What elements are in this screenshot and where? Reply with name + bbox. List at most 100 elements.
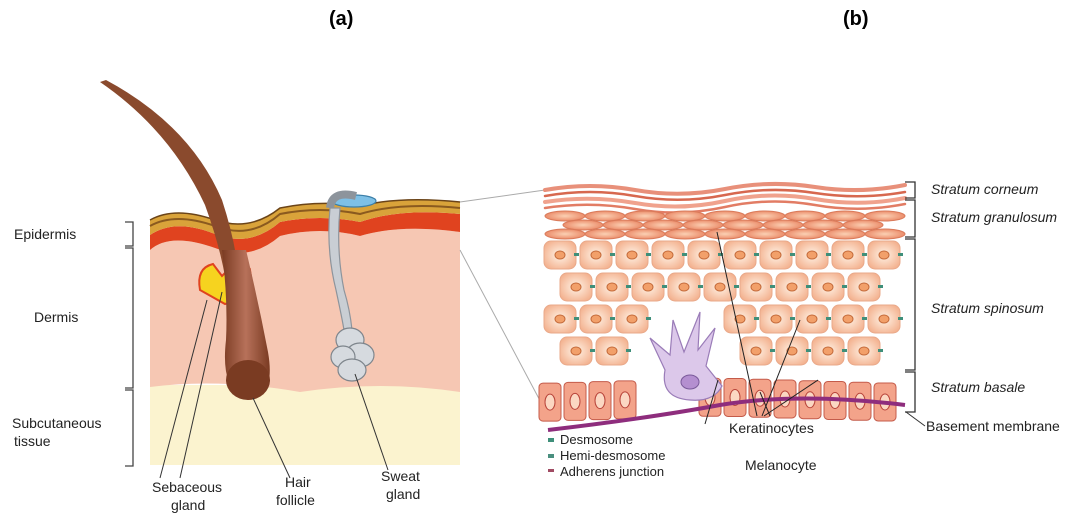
desmosome-mark [862,253,867,256]
desmosome-mark [878,349,883,352]
label-stratum-basale: Stratum basale [931,379,1025,395]
spinosum-nucleus [699,251,709,259]
desmosome-mark [610,253,615,256]
granulosum-cell [825,211,865,221]
legend-swatch-adherens [548,469,554,472]
spinosum-nucleus [823,283,833,291]
junction-legend: Desmosome Hemi-desmosome Adherens juncti… [548,432,665,479]
label-dermis: Dermis [34,309,78,325]
label-hair-1: Hair [285,474,311,490]
granulosum-cell [705,211,745,221]
desmosome-mark [754,317,759,320]
label-sebaceous-1: Sebaceous [152,479,222,495]
desmosome-mark [770,285,775,288]
stratum-granulosum-cells [545,211,905,239]
spinosum-nucleus [555,251,565,259]
spinosum-nucleus [879,251,889,259]
legend-adherens-junction: Adherens junction [560,464,664,479]
spinosum-nucleus [643,283,653,291]
granulosum-cell [865,211,905,221]
spinosum-nucleus [591,251,601,259]
left-layer-brackets [125,222,133,466]
granulosum-cell [785,211,825,221]
desmosome-mark [610,317,615,320]
desmosome-mark [698,285,703,288]
granulosum-cell [665,229,705,239]
spinosum-nucleus [715,283,725,291]
granulosum-cell [865,229,905,239]
spinosum-nucleus [679,283,689,291]
granulosum-cell [625,211,665,221]
granulosum-cell [745,229,785,239]
basale-nucleus [545,394,555,410]
desmosome-mark [878,285,883,288]
spinosum-nucleus [751,283,761,291]
spinosum-nucleus [771,251,781,259]
granulosum-cell [585,229,625,239]
granulosum-cell [545,229,585,239]
spinosum-nucleus [571,347,581,355]
desmosome-mark [898,253,903,256]
desmosome-mark [790,253,795,256]
desmosome-mark [646,253,651,256]
desmosome-mark [862,317,867,320]
spinosum-nucleus [807,251,817,259]
label-keratinocytes: Keratinocytes [729,420,814,436]
desmosome-mark [770,349,775,352]
spinosum-nucleus [859,283,869,291]
desmosome-mark [842,349,847,352]
zoom-guide-lines [460,190,545,410]
desmosome-mark [826,317,831,320]
spinosum-nucleus [859,347,869,355]
right-layer-brackets [905,182,915,412]
label-melanocyte: Melanocyte [745,457,817,473]
spinosum-nucleus [571,283,581,291]
label-stratum-granulosum: Stratum granulosum [931,209,1057,225]
desmosome-mark [590,349,595,352]
spinosum-nucleus [627,251,637,259]
granulosum-cell [563,220,603,230]
granulosum-cell [825,229,865,239]
desmosome-mark [574,253,579,256]
granulosum-cell [585,211,625,221]
desmosome-mark [646,317,651,320]
label-sweat-2: gland [386,486,420,502]
basale-nucleus [570,393,580,409]
desmosome-mark [734,285,739,288]
spinosum-nucleus [663,251,673,259]
granulosum-cell [625,229,665,239]
granulosum-cell [665,211,705,221]
desmosome-mark [590,285,595,288]
legend-swatch-hemidesmosome [548,454,554,458]
epidermis-magnified [539,184,905,430]
granulosum-cell [763,220,803,230]
desmosome-mark [826,253,831,256]
spinosum-nucleus [787,283,797,291]
desmosome-mark [662,285,667,288]
desmosome-mark [806,285,811,288]
granulosum-cell [723,220,763,230]
desmosome-mark [682,253,687,256]
label-stratum-spinosum: Stratum spinosum [931,300,1044,316]
dermis-layer [150,229,460,392]
label-stratum-corneum: Stratum corneum [931,181,1039,197]
spinosum-nucleus [807,315,817,323]
spinosum-nucleus [843,315,853,323]
label-hair-2: follicle [276,492,315,508]
granulosum-cell [705,229,745,239]
legend-hemidesmosome: Hemi-desmosome [560,448,665,463]
label-sweat-1: Sweat [381,468,420,484]
desmosome-mark [806,349,811,352]
spinosum-nucleus [751,347,761,355]
desmosome-mark [574,317,579,320]
spinosum-nucleus [843,251,853,259]
basale-nucleus [620,392,630,408]
label-subcutaneous-1: Subcutaneous [12,415,102,431]
granulosum-cell [643,220,683,230]
desmosome-mark [898,317,903,320]
subcutaneous-layer [150,385,460,465]
spinosum-nucleus [879,315,889,323]
granulosum-cell [843,220,883,230]
basale-nucleus [595,393,605,409]
